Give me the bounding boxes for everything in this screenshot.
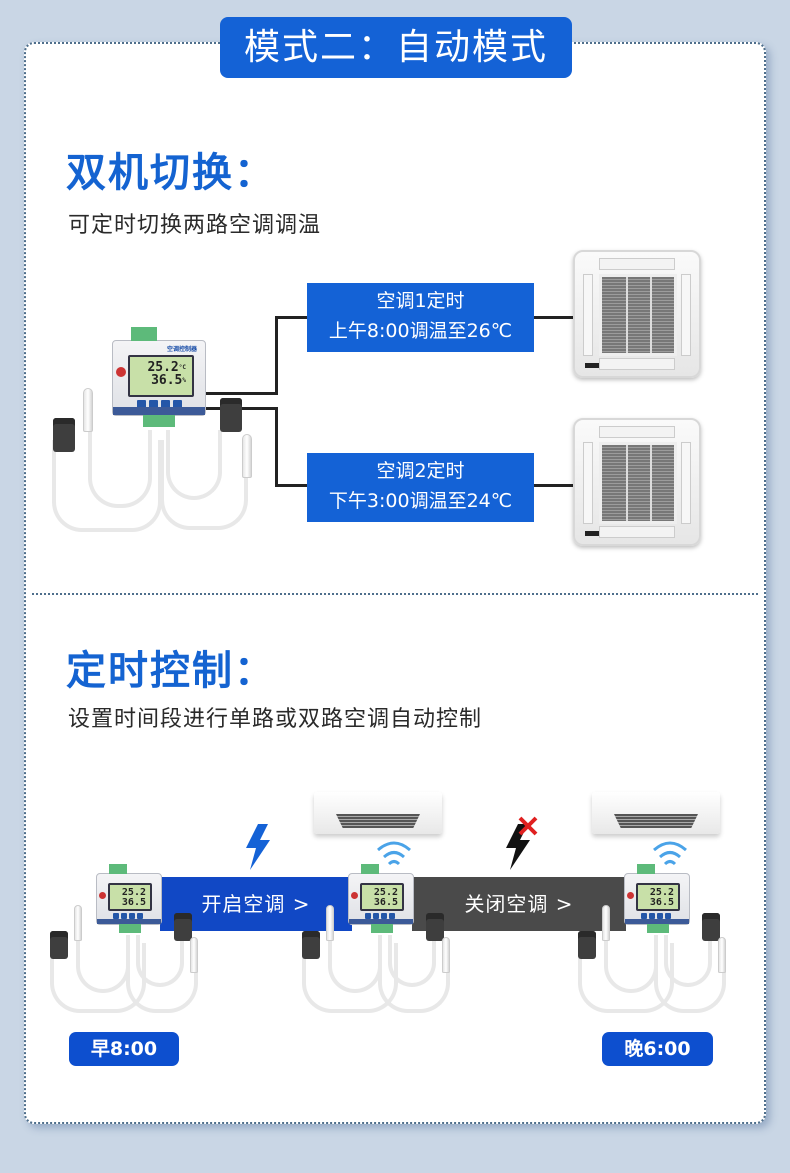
sensor-cable bbox=[378, 943, 450, 1013]
temperature-probe bbox=[83, 388, 93, 432]
temp-unit: °C bbox=[178, 364, 186, 371]
lightning-icon bbox=[246, 824, 270, 870]
timer-box-ac2: 空调2定时 下午3:00调温至24℃ bbox=[307, 453, 534, 522]
humidity-reading: 36.5 bbox=[121, 897, 146, 908]
timer-ac2-title: 空调2定时 bbox=[376, 460, 465, 482]
sensor-cable bbox=[654, 943, 726, 1013]
section1-description: 可定时切换两路空调调温 bbox=[68, 213, 322, 238]
lightning-off-icon bbox=[506, 816, 538, 870]
wire bbox=[275, 407, 278, 486]
ac-controller-device: 25.2 36.5 bbox=[96, 864, 162, 933]
ac-controller-device: 空调控制器 25.2°C 36.5% bbox=[112, 327, 206, 427]
temperature-reading: 25.2 bbox=[649, 887, 674, 898]
lcd-display: 25.2°C 36.5% bbox=[128, 355, 194, 397]
mode-tab: 模式二：自动模式 bbox=[220, 17, 572, 78]
ceiling-air-conditioner bbox=[314, 792, 442, 834]
start-time-label: 早8:00 bbox=[69, 1032, 179, 1066]
humidity-reading: 36.5 bbox=[151, 373, 183, 388]
sensor-cable bbox=[126, 943, 198, 1013]
wire bbox=[275, 316, 311, 319]
wifi-signal-icon bbox=[653, 841, 687, 866]
current-clamp bbox=[578, 931, 596, 959]
section2-description: 设置时间段进行单路或双路空调自动控制 bbox=[68, 707, 483, 732]
temperature-probe bbox=[326, 905, 334, 941]
humidity-reading: 36.5 bbox=[649, 897, 674, 908]
current-clamp bbox=[220, 398, 242, 432]
temperature-probe bbox=[242, 434, 252, 478]
current-clamp bbox=[174, 913, 192, 941]
timer-ac1-title: 空调1定时 bbox=[376, 290, 465, 312]
turn-off-ac-band: 关闭空调 > bbox=[412, 877, 626, 931]
current-clamp bbox=[302, 931, 320, 959]
sensor-cable bbox=[328, 935, 382, 993]
temperature-reading: 25.2 bbox=[373, 887, 398, 898]
sensor-cable bbox=[604, 935, 658, 993]
temperature-probe bbox=[190, 937, 198, 973]
ac-controller-device: 25.2 36.5 bbox=[348, 864, 414, 933]
current-clamp bbox=[50, 931, 68, 959]
hum-unit: % bbox=[182, 377, 186, 384]
ceiling-air-conditioner bbox=[592, 792, 720, 834]
device-name: 空调控制器 bbox=[166, 346, 197, 353]
wire bbox=[275, 484, 311, 487]
humidity-reading: 36.5 bbox=[373, 897, 398, 908]
timer-box-ac1: 空调1定时 上午8:00调温至26℃ bbox=[307, 283, 534, 352]
temperature-reading: 25.2 bbox=[121, 887, 146, 898]
section2-title: 定时控制： bbox=[66, 648, 276, 694]
end-time-label: 晚6:00 bbox=[602, 1032, 713, 1066]
wire bbox=[533, 484, 575, 487]
temperature-reading: 25.2 bbox=[147, 360, 179, 375]
current-clamp bbox=[426, 913, 444, 941]
brand-logo bbox=[116, 367, 126, 377]
air-conditioner-2 bbox=[573, 418, 701, 546]
air-conditioner-1 bbox=[573, 250, 701, 378]
sensor-cable bbox=[160, 440, 248, 530]
wire bbox=[205, 392, 277, 395]
sensor-cable bbox=[76, 935, 130, 993]
temperature-probe bbox=[718, 937, 726, 973]
wire bbox=[275, 316, 278, 395]
current-clamp bbox=[702, 913, 720, 941]
timer-ac2-setting: 下午3:00调温至24℃ bbox=[328, 490, 513, 512]
temperature-probe bbox=[74, 905, 82, 941]
current-clamp bbox=[53, 418, 75, 452]
timer-ac1-setting: 上午8:00调温至26℃ bbox=[328, 320, 513, 342]
wire bbox=[533, 316, 575, 319]
turn-on-ac-band: 开启空调 > bbox=[160, 877, 352, 931]
sensor-cable bbox=[88, 430, 152, 508]
section-divider bbox=[32, 593, 758, 595]
temperature-probe bbox=[602, 905, 610, 941]
ac-controller-device: 25.2 36.5 bbox=[624, 864, 690, 933]
wifi-signal-icon bbox=[377, 841, 411, 866]
section1-title: 双机切换： bbox=[66, 150, 276, 196]
temperature-probe bbox=[442, 937, 450, 973]
